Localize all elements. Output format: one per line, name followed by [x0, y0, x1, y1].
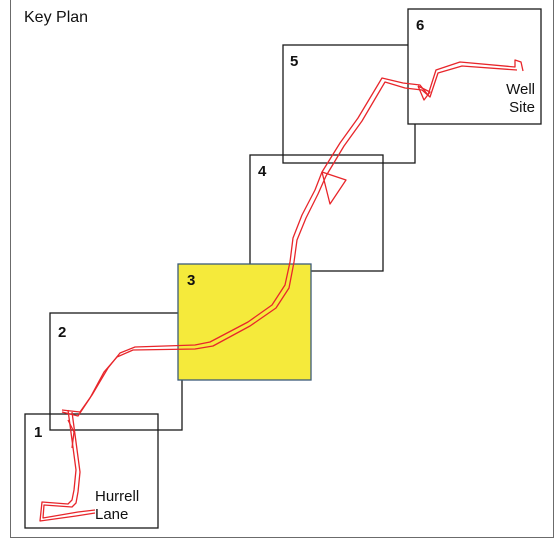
sheet-number-6: 6 [416, 17, 425, 34]
sheet-box-4[interactable] [249, 154, 384, 272]
sheet-box-2[interactable] [49, 312, 183, 431]
sheet-box-5[interactable] [282, 44, 416, 164]
hurrell-lane-line-1: Hurrell [95, 488, 140, 505]
well-site-label: Well Site [497, 81, 535, 117]
page-title: Key Plan [24, 9, 89, 26]
sheet-box-1[interactable] [24, 413, 159, 529]
sheet-number-3: 3 [187, 272, 196, 289]
sheet-number-1: 1 [34, 424, 43, 441]
sheet-number-5: 5 [290, 53, 299, 70]
sheet-number-2: 2 [58, 324, 67, 341]
well-site-line-2: Site [509, 99, 535, 116]
well-site-line-1: Well [506, 81, 535, 98]
hurrell-lane-line-2: Lane [95, 506, 129, 523]
route-line [39, 59, 524, 522]
hurrell-lane-label: Hurrell Lane [95, 488, 139, 524]
sheet-number-4: 4 [258, 163, 267, 180]
sheet-box-3[interactable] [177, 263, 312, 381]
